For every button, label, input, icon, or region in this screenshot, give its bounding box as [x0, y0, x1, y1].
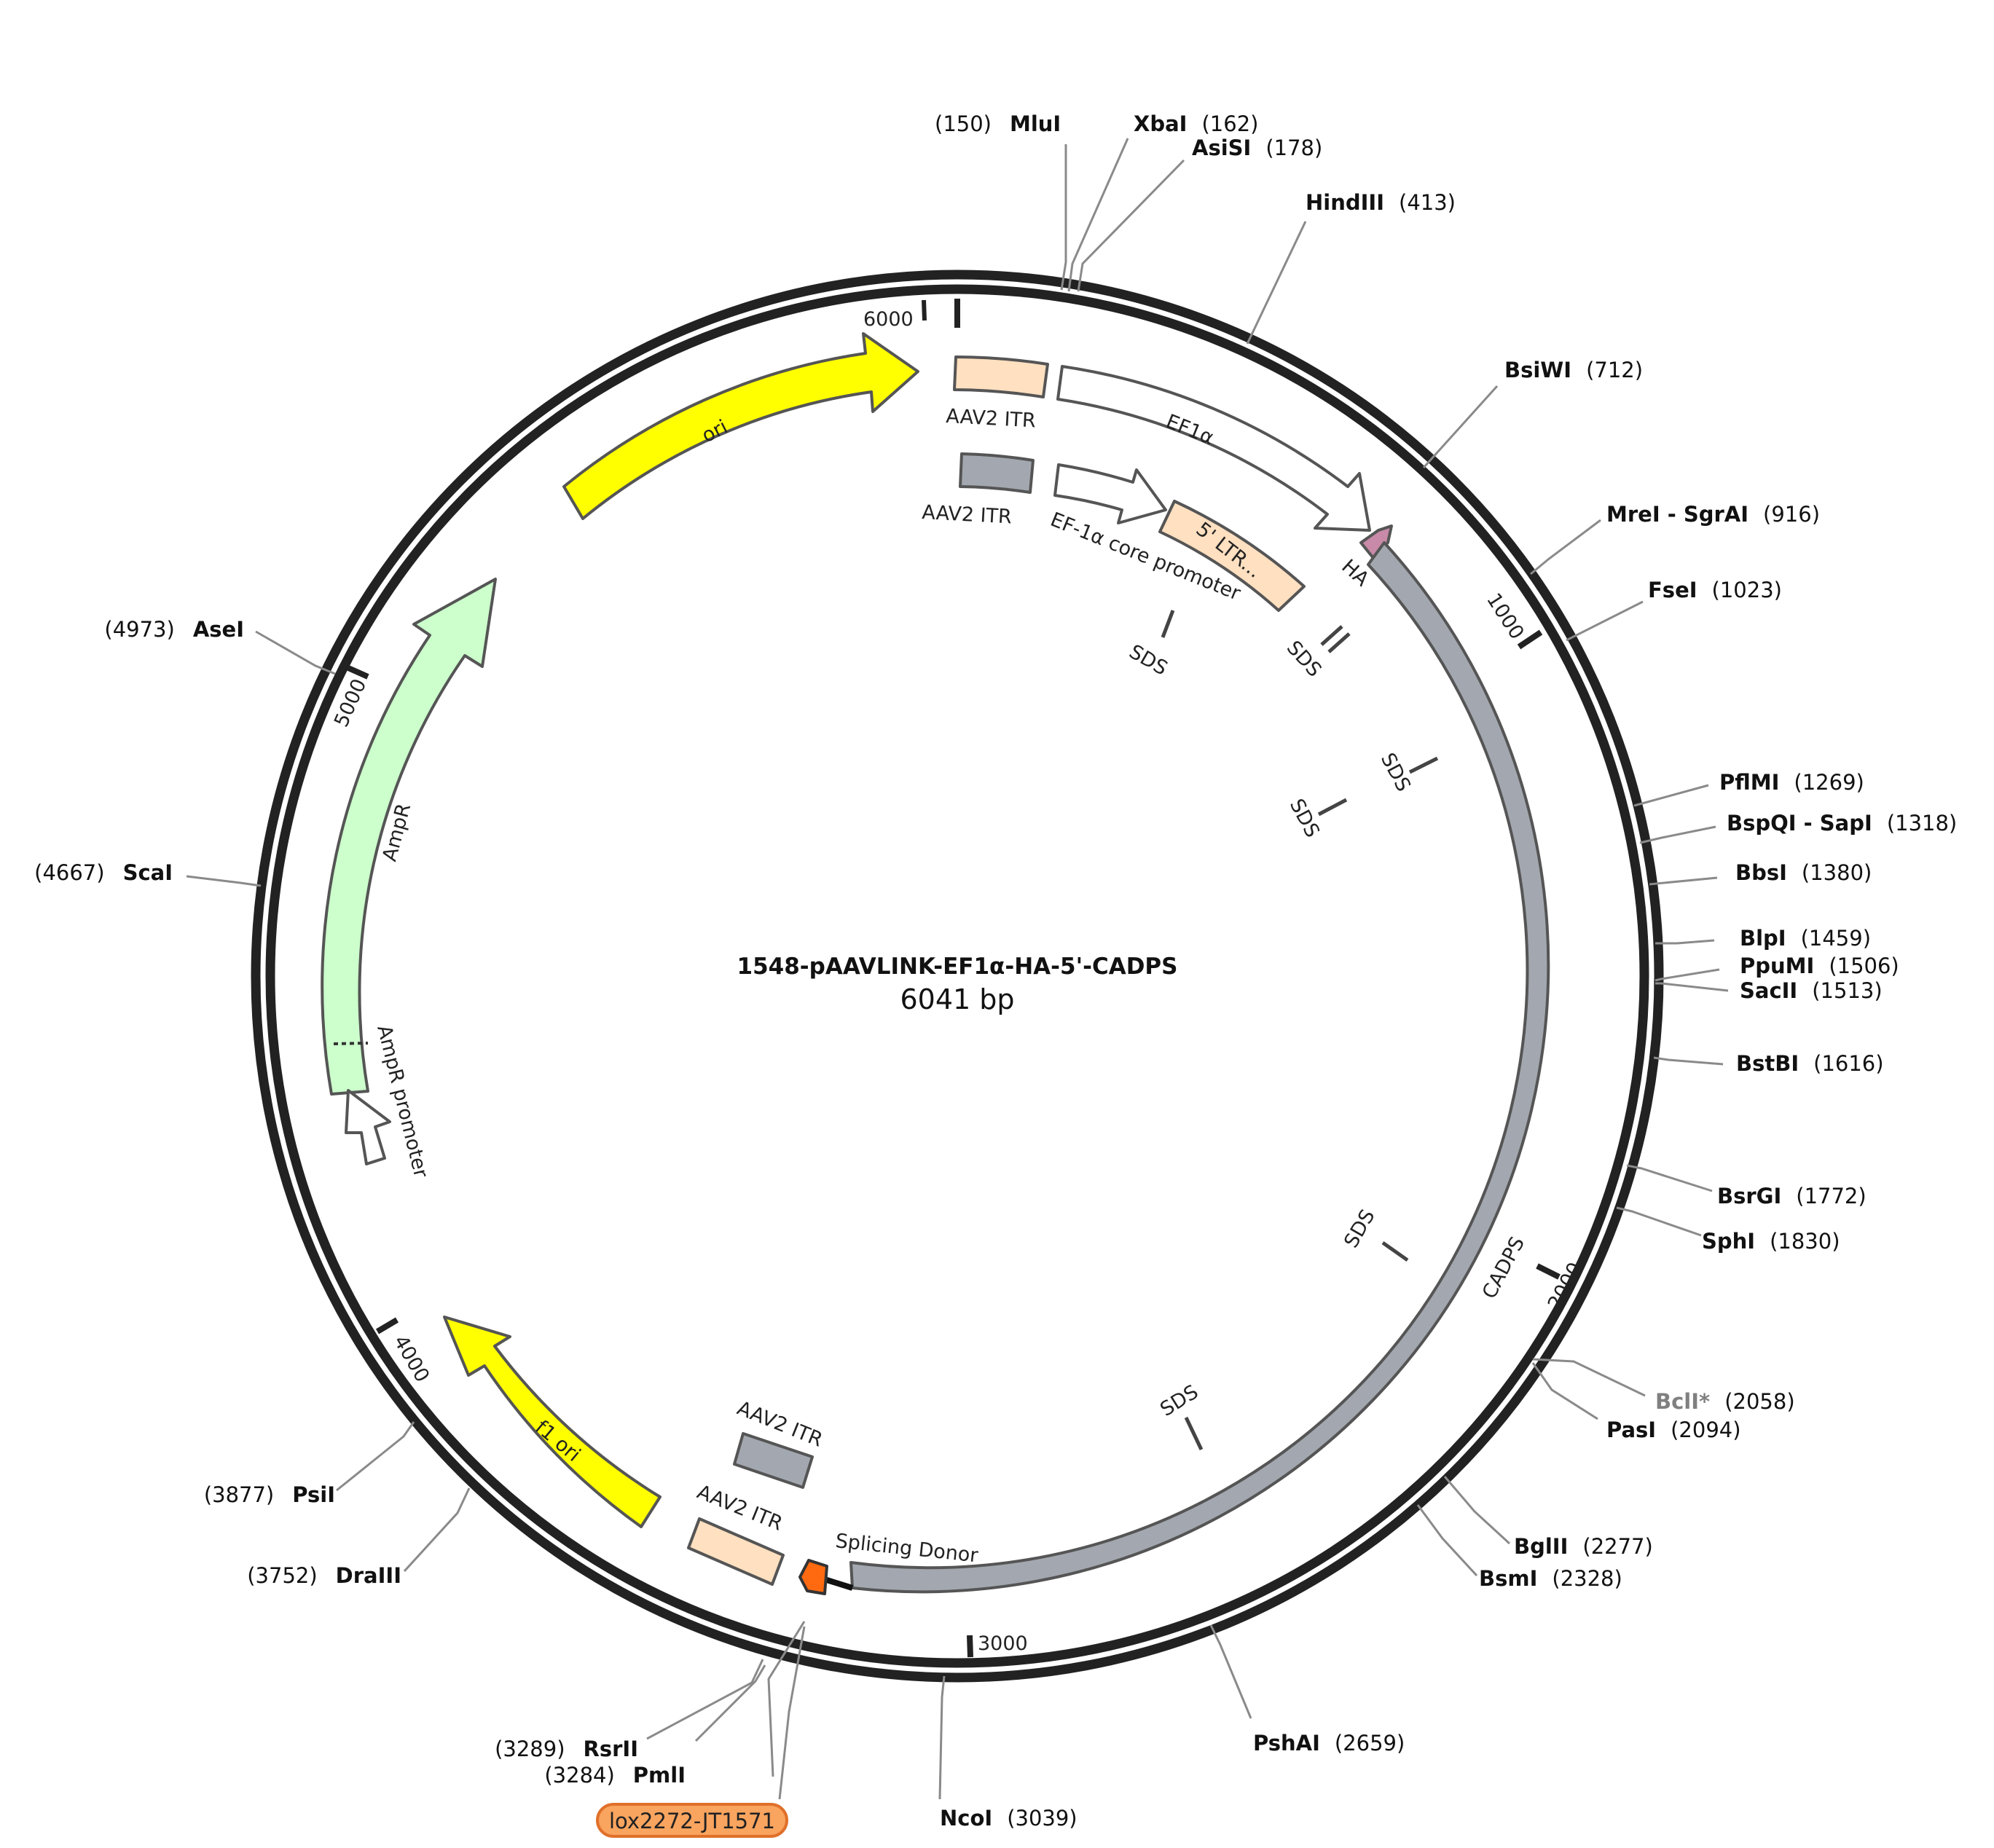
site-leaders [186, 138, 1729, 1800]
lox2272-feature[interactable]: lox2272-JT1571 [596, 1626, 806, 1838]
site-psii: (3877)PsiI [204, 1482, 335, 1507]
site-bcli: BclI*(2058) [1655, 1389, 1795, 1414]
tick-label-1000: 1000 [1482, 589, 1528, 644]
tick-label-3000: 3000 [978, 1632, 1028, 1655]
f1-ori-arrow[interactable] [443, 1316, 662, 1528]
cadps-arc[interactable] [849, 541, 1550, 1594]
site-rsrii: (3289)RsrII [495, 1737, 638, 1761]
backbone [251, 270, 1664, 1683]
splicing-donor-arrow[interactable] [798, 1559, 828, 1595]
ha-label: HA [1337, 555, 1373, 591]
ef1a-arrow[interactable] [1056, 365, 1371, 532]
tick-label-6000: 6000 [863, 308, 914, 331]
ori-arrow[interactable] [562, 332, 919, 520]
site-bsmi: BsmI(2328) [1479, 1566, 1622, 1591]
aav2-itr-2-label: AAV2 ITR [922, 501, 1013, 528]
aav2-itr-1-block[interactable] [953, 355, 1049, 398]
lox2272-badge [596, 1803, 788, 1838]
site-pasi: PasI(2094) [1606, 1418, 1741, 1442]
site-ncoi: NcoI(3039) [940, 1806, 1078, 1831]
site-labels: (150)MluI XbaI(162) AsiSI(178) HindIII(4… [34, 111, 1957, 1831]
features [321, 332, 1550, 1595]
tick-marks [347, 299, 1561, 1658]
site-bspqi-sapi: BspQI - SapI(1318) [1727, 811, 1957, 835]
sds-label-4: SDS [1285, 795, 1324, 841]
site-sacii: SacII(1513) [1740, 978, 1883, 1003]
lox2272-label: lox2272-JT1571 [609, 1809, 775, 1833]
sds-marker-2b [1327, 632, 1351, 653]
sds-label-6: SDS [1156, 1380, 1202, 1420]
sds-label-2: SDS [1282, 637, 1326, 682]
site-draiii: (3752)DraIII [247, 1563, 401, 1588]
ampr-divider [333, 1042, 369, 1045]
site-mlui: (150)MluI [935, 111, 1061, 136]
site-asei: (4973)AseI [104, 617, 244, 642]
ef1a-core-arrow[interactable] [1053, 463, 1167, 524]
ltr5-block[interactable] [1158, 500, 1306, 612]
site-bglii: BglII(2277) [1514, 1534, 1653, 1559]
site-asisi: AsiSI(178) [1192, 135, 1322, 160]
site-pmli: (3284)PmlI [544, 1763, 686, 1788]
site-ppumi: PpuMI(1506) [1740, 954, 1899, 978]
ampr-promoter-arrow[interactable] [345, 1089, 391, 1165]
sds-label-5: SDS [1340, 1206, 1379, 1251]
site-bsiwi: BsiWI(712) [1504, 358, 1643, 382]
site-scai: (4667)ScaI [34, 860, 173, 885]
site-bstbi: BstBI(1616) [1736, 1051, 1884, 1076]
sds-marker-3 [1408, 756, 1439, 774]
sds-marker-6 [1184, 1416, 1204, 1451]
site-fsei: FseI(1023) [1648, 578, 1782, 602]
sds-marker-5 [1381, 1240, 1409, 1262]
sds-marker-1 [1161, 610, 1175, 638]
site-bsrgi: BsrGI(1772) [1717, 1184, 1867, 1208]
tick-1000 [1517, 629, 1543, 650]
tick-5000 [347, 665, 369, 680]
site-sphi: SphI(1830) [1702, 1229, 1840, 1254]
sds-marker-4 [1317, 798, 1348, 817]
sds-marker-2a [1320, 625, 1343, 646]
site-xbai: XbaI(162) [1134, 111, 1258, 136]
cadps-label: CADPS [1478, 1233, 1529, 1302]
ha-arrow[interactable] [1359, 524, 1393, 559]
splicing-donor-label: Splicing Donor [834, 1530, 980, 1567]
site-mrei-sgrai: MreI - SgrAI(916) [1606, 502, 1820, 527]
site-pshai: PshAI(2659) [1253, 1731, 1405, 1755]
tick-4000 [375, 1317, 399, 1334]
site-bbsi: BbsI(1380) [1735, 860, 1872, 885]
plasmid-size: 6041 bp [900, 983, 1014, 1015]
sds-label-3: SDS [1376, 750, 1415, 795]
plasmid-name: 1548-pAAVLINK-EF1α-HA-5'-CADPS [737, 954, 1178, 980]
ampr-arrow[interactable] [321, 578, 497, 1096]
site-blpi: BlpI(1459) [1740, 926, 1871, 951]
site-pflmi: PflMI(1269) [1719, 770, 1864, 795]
aav2-itr-2-block[interactable] [959, 452, 1035, 494]
aav2-itr-1-label: AAV2 ITR [946, 405, 1037, 432]
sds-label-1: SDS [1126, 640, 1171, 680]
tick-2000 [1536, 1263, 1561, 1280]
tick-minor-6000 [922, 299, 927, 321]
aav2-itr-3-block[interactable] [733, 1432, 814, 1489]
aav2-itr-4-block[interactable] [687, 1517, 785, 1586]
plasmid-title: 1548-pAAVLINK-EF1α-HA-5'-CADPS 6041 bp [737, 954, 1178, 1015]
lox2272-leader [778, 1626, 806, 1800]
site-hindiii: HindIII(413) [1306, 190, 1456, 215]
